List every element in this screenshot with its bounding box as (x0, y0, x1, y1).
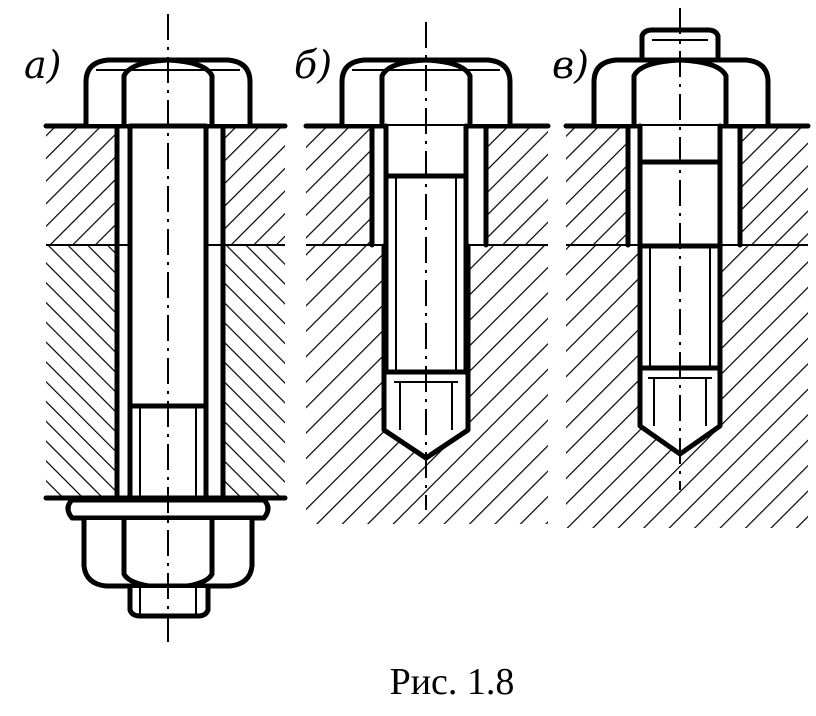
panel-b-screw-blind-hole: б) (294, 22, 551, 524)
lower-part-section (566, 246, 808, 528)
upper-part-left-section (46, 126, 117, 244)
panel-label-a: а) (24, 43, 61, 87)
figure-caption: Рис. 1.8 (390, 661, 515, 703)
bolt-shank (127, 123, 209, 501)
upper-part-left-section (306, 126, 372, 244)
panel-label-b: б) (294, 43, 332, 87)
panel-c-stud-with-nut: в) (552, 8, 811, 528)
lower-part-right-section (223, 246, 285, 498)
panel-label-c: в) (552, 43, 589, 87)
upper-part-right-section (740, 126, 808, 244)
lower-part-left-section (46, 246, 117, 498)
upper-part-right-section (223, 126, 285, 244)
upper-part-left-section (566, 126, 628, 244)
upper-part-right-section (486, 126, 548, 244)
panel-a-bolt-with-nut: а) (24, 14, 288, 642)
lower-part-section (306, 246, 548, 524)
